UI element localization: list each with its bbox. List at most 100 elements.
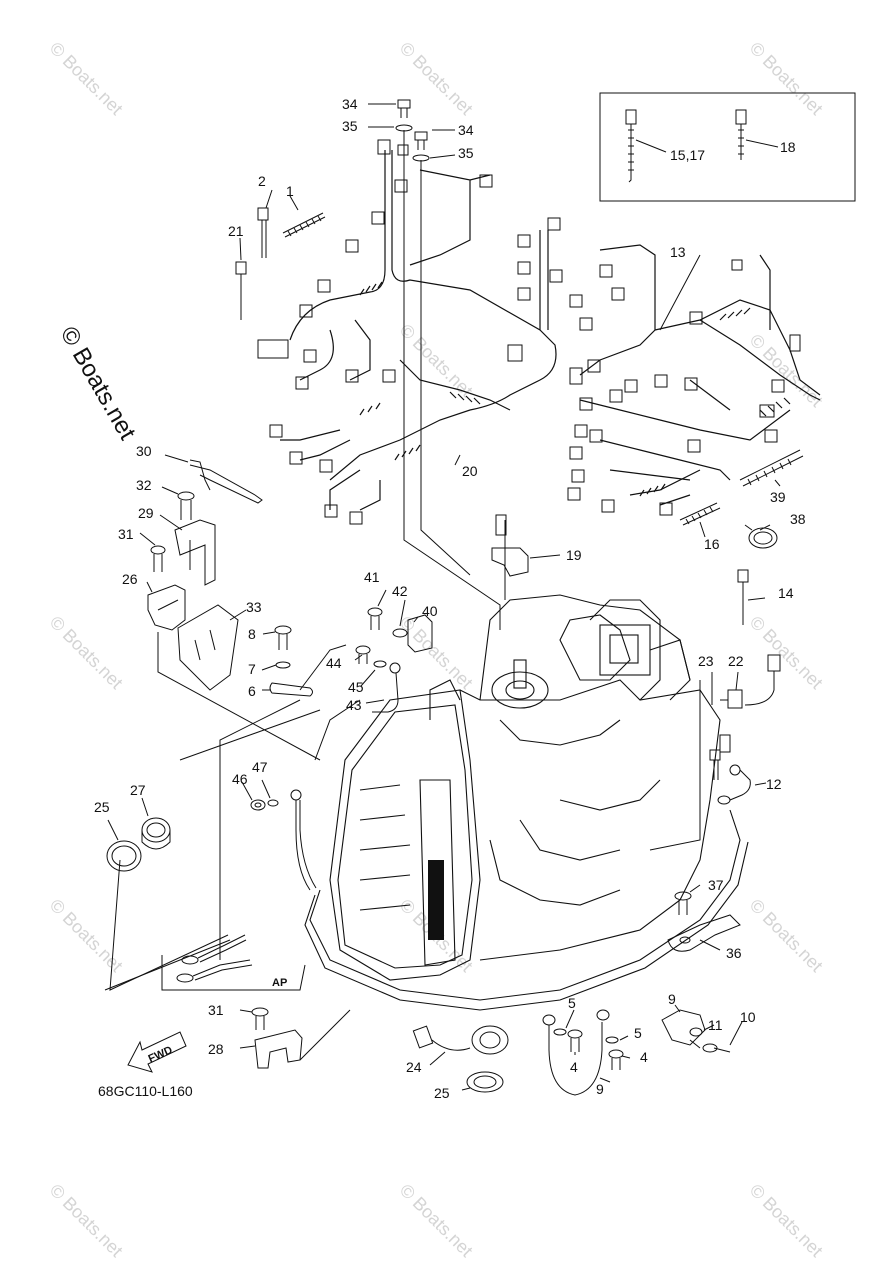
callout-31: 31 [118,526,134,542]
cable-tie-icon [735,109,747,160]
battery-cable-icon [290,789,317,891]
callout-29: 29 [138,505,154,521]
washer-icon [392,628,408,638]
bracket-icon [147,584,186,631]
leader [745,139,779,148]
callout-21: 21 [228,223,244,239]
leader [635,139,667,153]
bolt-icon [567,1029,583,1052]
callout-45: 45 [348,679,364,695]
callout-30: 30 [136,443,152,459]
callout-41: 41 [364,569,380,585]
callout-35b: 35 [458,145,474,161]
callout-25: 25 [94,799,110,815]
cover-icon [177,604,239,691]
cable-tie-icon [625,109,637,183]
ap-tag: AP [272,977,287,989]
wire-harness-13 [579,244,821,506]
callout-22: 22 [728,653,744,669]
bolt-icon [702,1043,731,1053]
diagram-code: 68GC110-L160 [98,1083,193,1099]
callout-19: 19 [566,547,582,563]
callout-6: 6 [248,683,256,699]
callout-13: 13 [670,244,686,260]
connector-icon [567,259,801,516]
callout-37: 37 [708,877,724,893]
fwd-tag: FWD [147,1044,175,1065]
callouts: 1 9 2 4 4 5 5 6 7 8 9 10 11 12 13 14 15,… [94,96,806,1101]
callout-38: 38 [790,511,806,527]
callout-15-17: 15,17 [670,147,705,163]
callout-27: 27 [130,782,146,798]
callout-4b: 4 [640,1049,648,1065]
washer-icon [275,661,291,669]
grommet-icon [106,840,142,872]
callout-7: 7 [248,661,256,677]
nut-icon [250,799,266,811]
cable-tie-icon [235,261,247,320]
sensor-icon [720,654,781,709]
corrugated-sleeve-icon [739,449,804,487]
callout-8: 8 [248,626,256,642]
bracket-icon [667,914,741,952]
washer-icon [605,1036,619,1044]
lead-icon [269,682,313,697]
callout-40: 40 [422,603,438,619]
washer-icon [373,660,387,668]
bolt-icon [274,625,292,650]
callout-24: 24 [406,1059,422,1075]
callout-11: 11 [708,1017,723,1033]
callout-26: 26 [122,571,138,587]
sensor-icon [412,1025,509,1055]
callout-10: 10 [740,1009,756,1025]
callout-34b: 34 [458,122,474,138]
callout-47: 47 [252,759,268,775]
callout-9: 9 [668,991,676,1007]
bolt-icon [150,545,166,572]
callout-4: 4 [570,1059,578,1075]
callout-3: 9 [596,1081,604,1097]
callout-36: 36 [726,945,742,961]
sensor-icon [491,514,529,577]
callout-16: 16 [704,536,720,552]
callout-20: 20 [462,463,478,479]
corrugated-sleeve-icon [282,212,326,238]
bolt-icon [367,607,383,630]
bracket-icon [174,519,216,586]
washer-icon [267,799,279,807]
battery-lead-icon [176,934,253,983]
main-wire-harness [280,150,557,511]
callout-5b: 5 [634,1025,642,1041]
callout-32: 32 [136,477,152,493]
corrugated-sleeve-icon [679,502,721,526]
callout-25b: 25 [434,1085,450,1101]
callout-43: 43 [346,697,362,713]
washer-icon [689,1027,703,1037]
parts-diagram: AP FWD 1 9 2 4 4 5 5 6 7 8 9 10 11 12 13… [94,92,856,1101]
callout-42: 42 [392,583,408,599]
bracket-icon [189,459,263,504]
bracket-icon [254,1029,303,1069]
callout-31b: 31 [208,1002,224,1018]
callout-33: 33 [246,599,262,615]
engine-block [304,594,749,1011]
bolt-icon [251,1007,269,1030]
clamp-icon [744,524,778,549]
bolt-icon [355,645,371,664]
callout-23: 23 [698,653,714,669]
callout-39: 39 [770,489,786,505]
callout-14: 14 [778,585,794,601]
inset-box [599,92,856,202]
callout-18: 18 [780,139,796,155]
ground-cable-icon [542,1009,610,1096]
bolt-icon [177,491,195,520]
callout-34: 34 [342,96,358,112]
lead-icon [372,662,401,713]
callout-1: 1 [286,183,294,199]
washer-icon [553,1028,567,1036]
yamaha-logo [428,860,444,940]
cable-tie-icon [737,569,749,625]
callout-35: 35 [342,118,358,134]
connector-icon [257,139,593,525]
clip-icon [257,207,269,258]
